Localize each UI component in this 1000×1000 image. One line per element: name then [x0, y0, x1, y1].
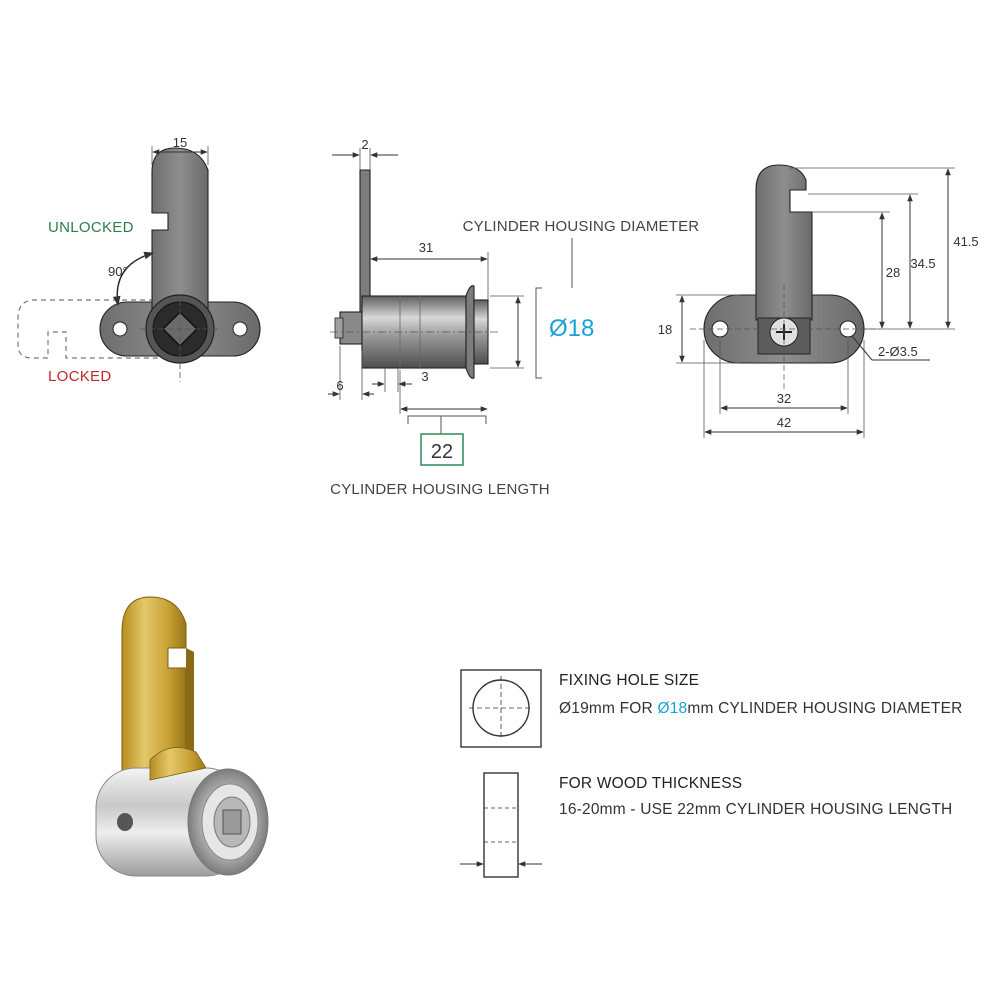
back-cam — [755, 164, 813, 321]
wood-thickness-note: FOR WOOD THICKNESS 16-20mm - USE 22mm CY… — [460, 772, 952, 878]
front-view: 15 UNLOCKED LOCKED 90° — [17, 135, 261, 385]
side-dim-nut: 6 — [336, 378, 343, 393]
back-dim-overall-width: 42 — [777, 415, 791, 430]
diameter-callout-bracket — [535, 287, 542, 379]
back-dim-flange-height: 18 — [658, 322, 672, 337]
fixing-hole-note: FIXING HOLE SIZE Ø19mm FOR Ø18mm CYLINDE… — [460, 669, 963, 748]
front-cam — [151, 147, 209, 316]
side-dim-length: 31 — [419, 240, 433, 255]
side-view: 2 31 6 3 CYLINDER HOUSING DIAMETER Ø18 — [328, 137, 699, 498]
side-dim-flange: 3 — [421, 369, 428, 384]
wood-thickness-icon — [483, 772, 519, 878]
back-dim-height-28: 28 — [886, 265, 900, 280]
housing-length-value: 22 — [431, 441, 453, 463]
back-dim-height-34-5: 34.5 — [910, 256, 935, 271]
fixing-hole-title: FIXING HOLE SIZE — [559, 672, 699, 689]
housing-length-box — [420, 433, 464, 466]
brass-cam — [121, 596, 187, 796]
locked-cam-outline — [17, 299, 172, 359]
housing-length-caption: CYLINDER HOUSING LENGTH — [330, 481, 550, 498]
cam-lock-product-illustration — [95, 596, 269, 877]
unlocked-label: UNLOCKED — [48, 219, 134, 236]
locked-label: LOCKED — [48, 368, 112, 385]
front-mount-hole-right — [232, 321, 248, 337]
rotation-arrow — [112, 251, 154, 306]
wood-thickness-title: FOR WOOD THICKNESS — [559, 775, 742, 792]
fixing-hole-text: Ø19mm FOR Ø18mm CYLINDER HOUSING DIAMETE… — [559, 700, 963, 717]
housing-diameter-caption: CYLINDER HOUSING DIAMETER — [463, 218, 700, 235]
rotation-angle-label: 90° — [108, 264, 128, 279]
back-view: 28 34.5 41.5 18 32 42 2-Ø3.5 — [658, 164, 979, 438]
housing-diameter-value: Ø18 — [549, 315, 594, 342]
fixing-hole-icon — [460, 669, 542, 748]
back-dim-height-41-5: 41.5 — [953, 234, 978, 249]
side-dim-plate: 2 — [361, 137, 368, 152]
back-dim-hole-spacing: 32 — [777, 391, 791, 406]
front-mount-hole-left — [112, 321, 128, 337]
back-dim-holes: 2-Ø3.5 — [878, 344, 918, 359]
wood-thickness-text: 16-20mm - USE 22mm CYLINDER HOUSING LENG… — [559, 801, 952, 818]
front-dim-width: 15 — [173, 135, 187, 150]
